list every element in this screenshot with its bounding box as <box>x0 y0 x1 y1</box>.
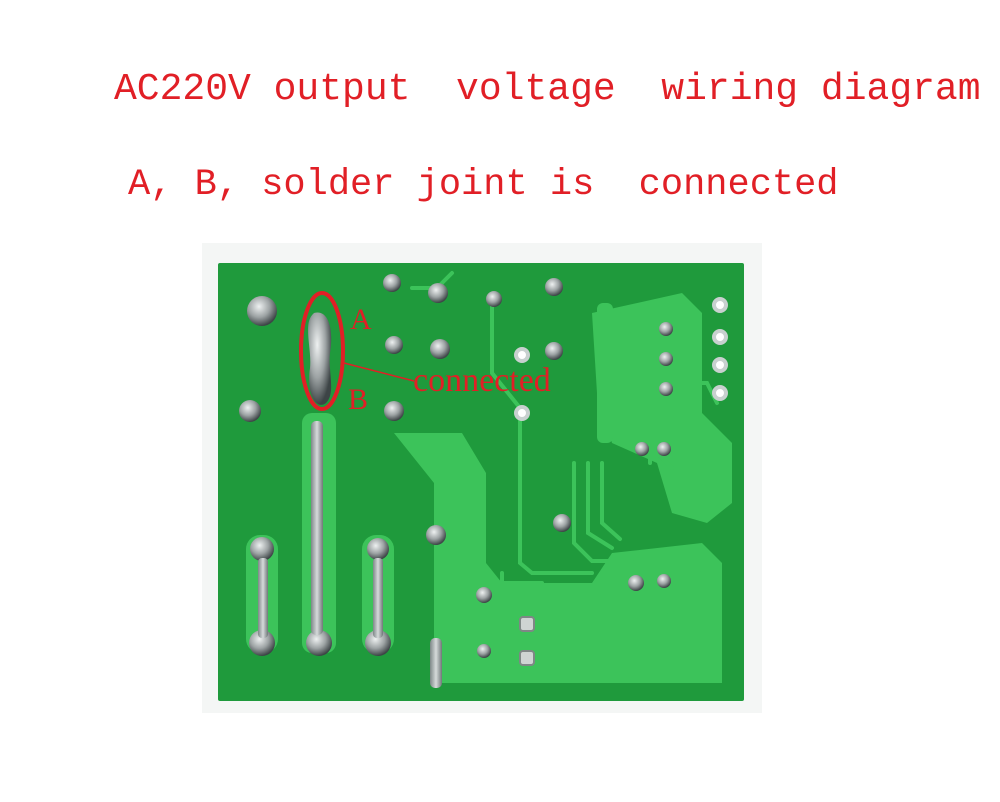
solder-strip-right <box>373 558 383 638</box>
joint-highlight-circle <box>299 291 345 411</box>
solder-strip-left <box>258 558 268 638</box>
component-leg <box>430 638 442 688</box>
pcb-board-photo: A B connected <box>202 243 762 713</box>
connected-pointer-line <box>343 362 415 382</box>
pcb-traces <box>246 293 732 683</box>
label-b: B <box>348 383 368 416</box>
page-title: AC220V output voltage wiring diagram <box>114 68 981 111</box>
label-connected: connected <box>413 362 551 399</box>
square-pads <box>519 616 535 666</box>
page-subtitle: A, B, solder joint is connected <box>128 164 839 206</box>
through-holes <box>514 297 728 421</box>
label-a: A <box>350 303 372 336</box>
solder-pads <box>239 274 673 658</box>
bridged-solder-joint <box>307 312 332 405</box>
pcb-thin-traces <box>410 271 719 665</box>
solder-strip-center <box>311 421 323 635</box>
